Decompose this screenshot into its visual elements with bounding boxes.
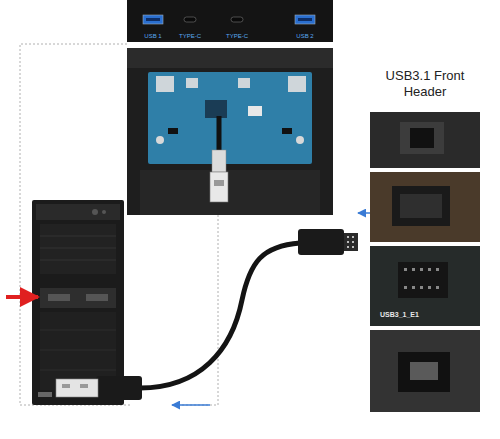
header-cable (56, 229, 358, 400)
heading-label: USB3.1 Front Header (368, 68, 482, 99)
header-photos (370, 112, 480, 412)
port-label: USB 1 (144, 33, 161, 39)
header-silkscreen: USB3_1_E1 (380, 311, 470, 319)
guide-line (20, 44, 130, 405)
red-arrow (6, 295, 38, 299)
panel-bracket (127, 48, 333, 215)
front-panel: USB 1 TYPE-C TYPE-C USB 2 (127, 0, 333, 42)
internal-cable (210, 116, 228, 202)
port-label: TYPE-C (226, 33, 248, 39)
port-label: USB 2 (296, 33, 313, 39)
blue-arrow (172, 404, 210, 406)
port-label: TYPE-C (179, 33, 201, 39)
computer-case (32, 200, 124, 405)
